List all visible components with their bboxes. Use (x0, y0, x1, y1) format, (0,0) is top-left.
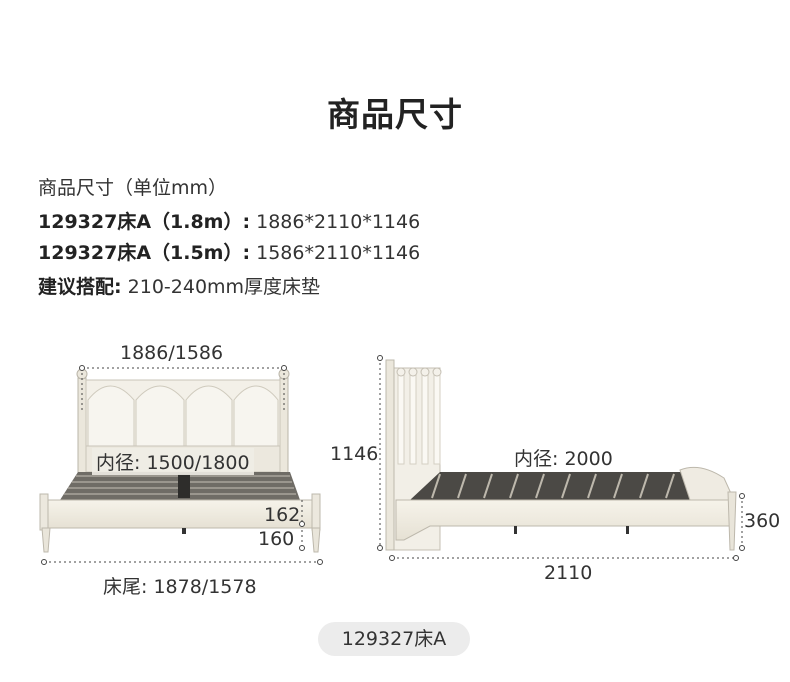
side-height-label: 1146 (330, 443, 379, 465)
spec-line-3-value: 210-240mm厚度床垫 (121, 276, 321, 298)
page-title: 商品尺寸 (327, 95, 463, 134)
spec-line-3: 建议搭配: 210-240mm厚度床垫 (38, 272, 320, 299)
side-view-bed (385, 359, 737, 551)
front-inner-label: 内径: 1500/1800 (92, 448, 254, 475)
front-view-dimension-lines (44, 367, 320, 563)
spec-line-1-value: 1886*2110*1146 (250, 211, 421, 233)
spec-unit-line: 商品尺寸（单位mm） (38, 177, 228, 199)
leg-height-label: 160 (258, 528, 295, 550)
foot-height-label: 360 (744, 510, 781, 532)
spec-line-3-label: 建议搭配: (38, 276, 122, 298)
spec-line-2: 129327床A（1.5m）: 1586*2110*1146 (38, 238, 420, 265)
spec-line-2-value: 1586*2110*1146 (250, 242, 421, 264)
spec-line-1-label: 129327床A（1.8m）: (38, 211, 251, 233)
length-label: 2110 (544, 562, 593, 584)
front-width-label: 1886/1586 (120, 342, 224, 364)
side-inner-label: 内径: 2000 (514, 448, 613, 470)
side-view-dimension-lines (379, 358, 743, 559)
spec-line-1: 129327床A（1.8m）: 1886*2110*1146 (38, 207, 420, 234)
frame-height-label: 162 (264, 504, 301, 526)
model-badge: 129327床A (318, 622, 470, 656)
tail-width-label: 床尾: 1878/1578 (103, 576, 257, 598)
spec-line-2-label: 129327床A（1.5m）: (38, 242, 251, 264)
